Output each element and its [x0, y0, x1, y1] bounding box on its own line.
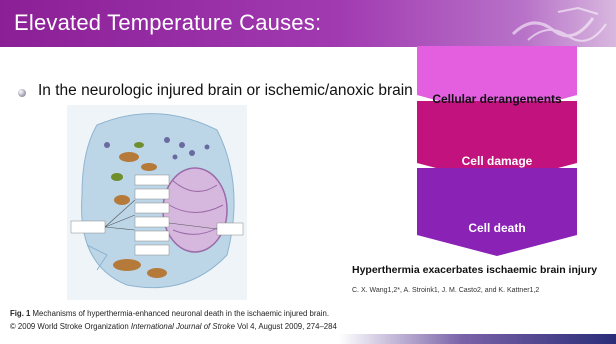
paper-title: Hyperthermia exacerbates ischaemic brain… — [352, 264, 597, 276]
copyright-text: © 2009 World Stroke Organization — [10, 322, 129, 331]
figure-caption-label: Fig. 1 — [10, 309, 30, 318]
cascade-step-2-label: Cell damage — [417, 154, 577, 168]
journal-name: International Journal of Stroke — [131, 322, 235, 331]
paper-authors: C. X. Wang1,2*, A. Stroink1, J. M. Casto… — [352, 287, 539, 294]
cascade-step-3-shape — [417, 168, 577, 256]
figure-citation: © 2009 World Stroke Organization Interna… — [10, 322, 337, 331]
figure-caption-text: Mechanisms of hyperthermia-enhanced neur… — [33, 309, 329, 318]
cascade-step-3-label: Cell death — [417, 221, 577, 235]
journal-volume: Vol 4, August 2009, 274–284 — [237, 322, 337, 331]
cascade-step-1-label: Cellular derangements — [417, 92, 577, 106]
footer-bar — [0, 334, 616, 344]
figure-caption: Fig. 1 Mechanisms of hyperthermia-enhanc… — [10, 309, 329, 318]
